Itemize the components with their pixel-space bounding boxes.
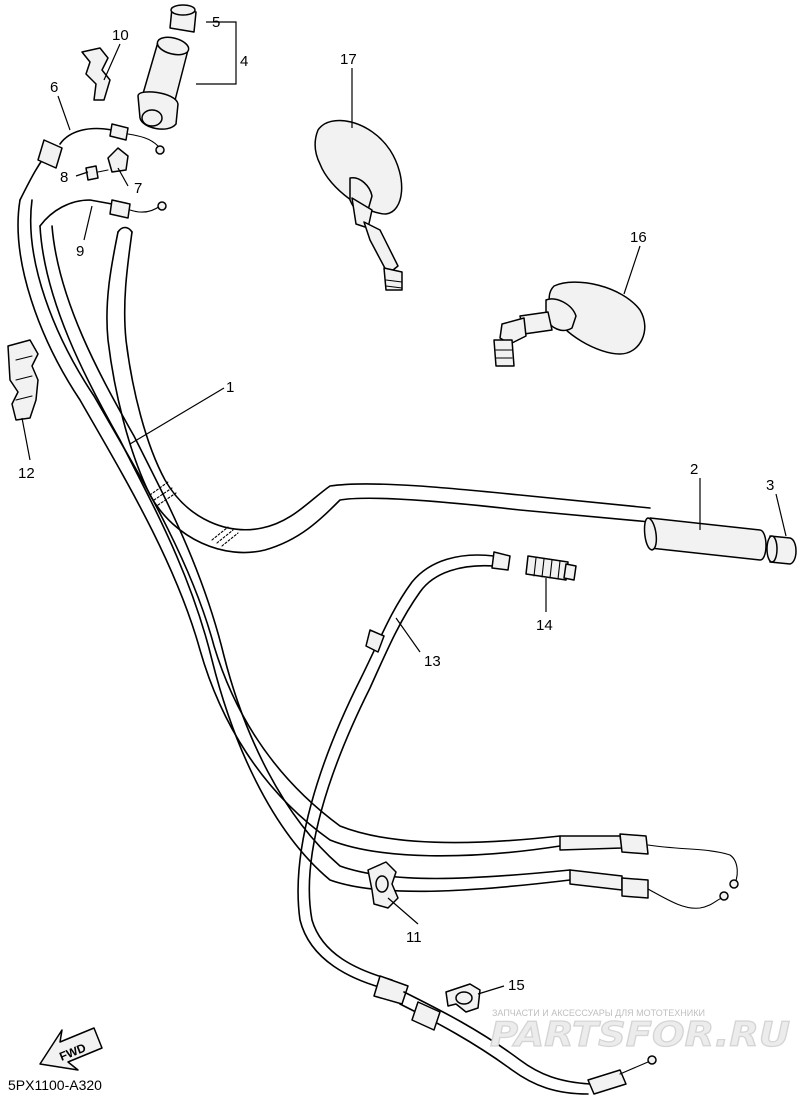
cable-holder xyxy=(445,983,481,1013)
switch-bracket xyxy=(107,147,129,173)
cable-clamp-upper xyxy=(81,47,111,101)
callout-2: 2 xyxy=(690,461,698,478)
watermark-caption: ЗАПЧАСТИ И АКСЕССУАРЫ ДЛЯ МОТОТЕХНИКИ xyxy=(492,1008,705,1018)
callout-15: 15 xyxy=(508,977,525,994)
callout-1: 1 xyxy=(226,379,234,396)
mirror-right xyxy=(314,119,403,291)
callout-14: 14 xyxy=(536,617,553,634)
clutch-cable xyxy=(297,551,657,1095)
grip-collar xyxy=(169,4,197,33)
forward-direction-arrow: FWD xyxy=(39,1027,103,1071)
cable-clamp-lower xyxy=(367,861,399,909)
grip-end-cap xyxy=(766,535,797,565)
callout-3: 3 xyxy=(766,477,774,494)
cable-clip-left xyxy=(7,339,39,421)
callout-11: 11 xyxy=(406,929,422,946)
callout-7: 7 xyxy=(134,180,142,197)
brake-switch-cable xyxy=(39,199,167,227)
mirror-left xyxy=(493,281,646,367)
callout-numbers: 1 2 3 4 5 6 7 8 9 10 11 12 13 14 15 16 1… xyxy=(18,14,774,994)
watermark: ЗАПЧАСТИ И АКСЕССУАРЫ ДЛЯ МОТОТЕХНИКИ PA… xyxy=(489,1008,790,1056)
callout-16: 16 xyxy=(630,229,647,246)
callout-9: 9 xyxy=(76,243,84,260)
callout-leaders xyxy=(21,21,787,995)
callout-6: 6 xyxy=(50,79,58,96)
watermark-logo: PARTSFOR.RU xyxy=(490,1015,790,1055)
throttle-grip xyxy=(137,36,190,130)
callout-5: 5 xyxy=(212,14,220,31)
callout-4: 4 xyxy=(240,53,248,70)
callout-10: 10 xyxy=(112,27,129,44)
handlebar xyxy=(106,226,651,554)
clutch-switch-cable xyxy=(19,123,165,201)
cable-adjuster xyxy=(525,555,577,581)
callout-8: 8 xyxy=(60,169,68,186)
callout-17: 17 xyxy=(340,51,357,68)
callout-13: 13 xyxy=(424,653,441,670)
part-code: 5PX1100-A320 xyxy=(8,1077,102,1093)
callout-12: 12 xyxy=(18,465,35,482)
screw xyxy=(85,165,109,181)
left-grip xyxy=(643,517,767,561)
